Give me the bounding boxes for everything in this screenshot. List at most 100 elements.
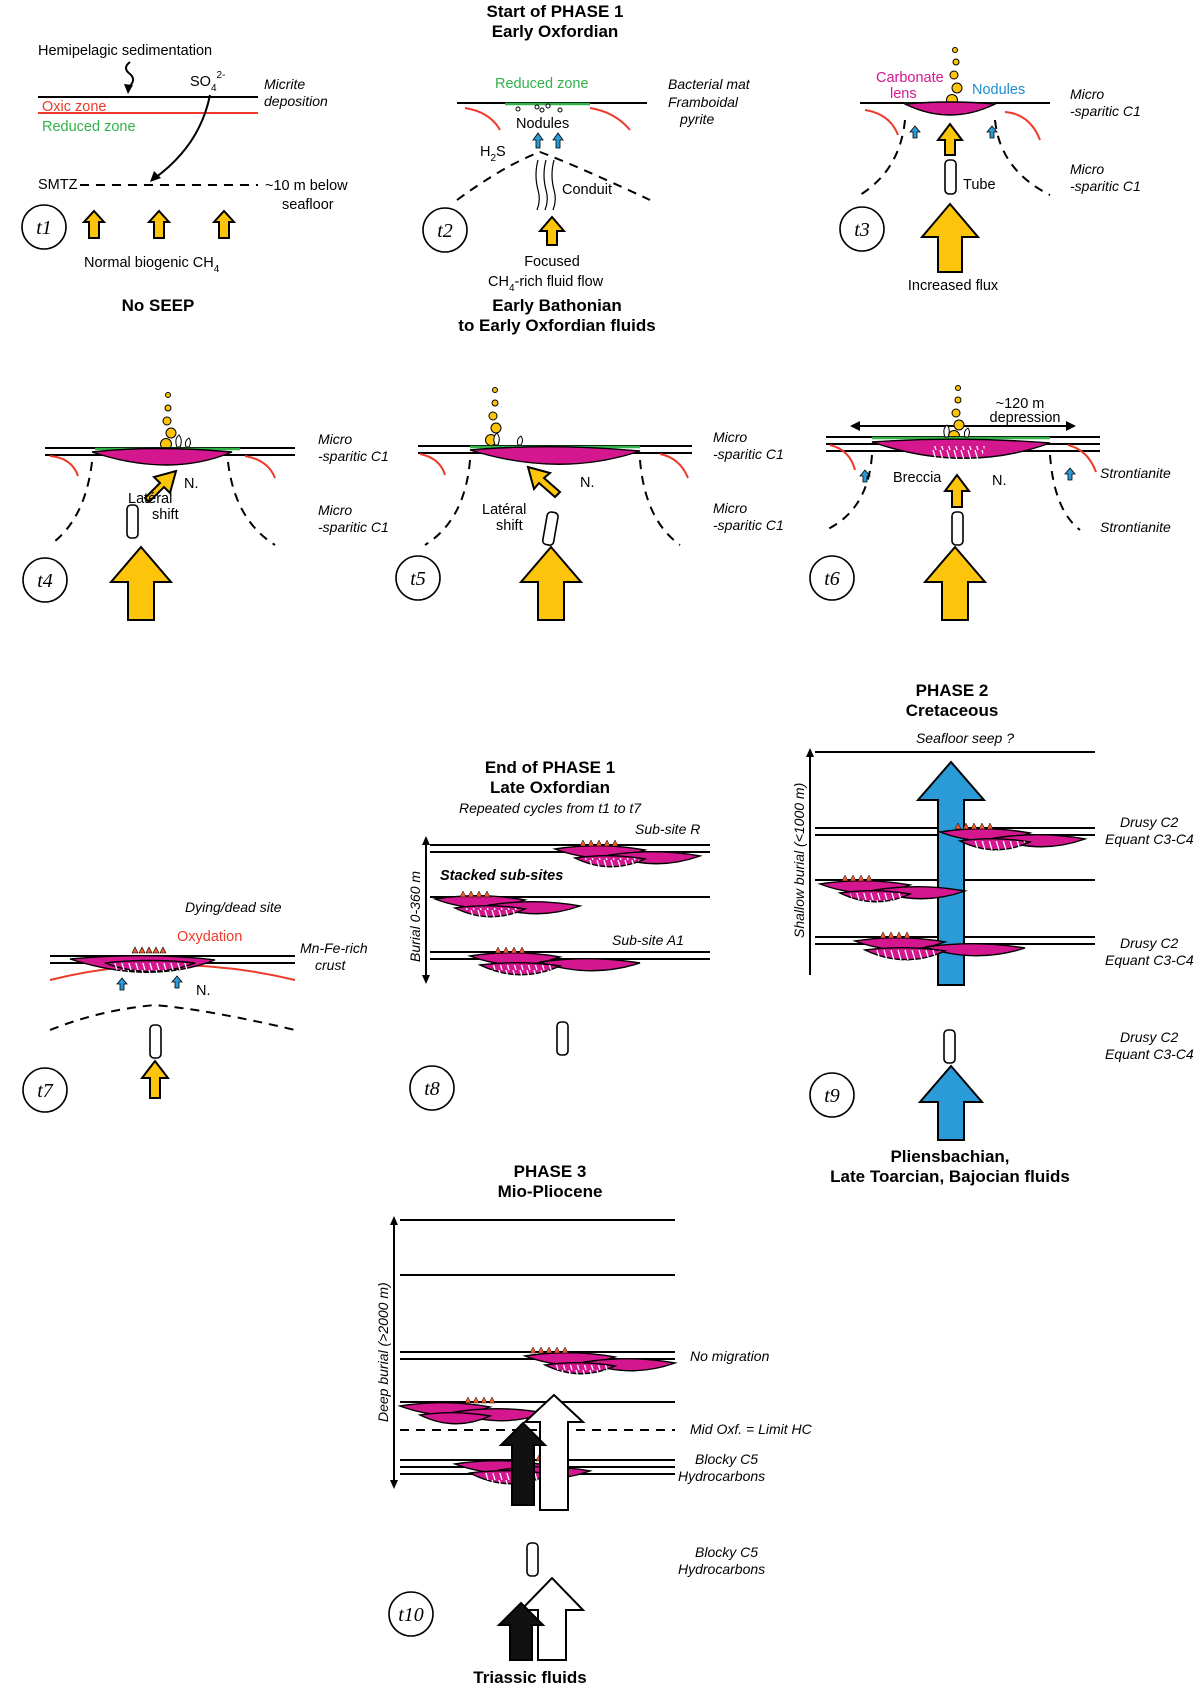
oxic-curve-left-t3 [864, 109, 899, 136]
panel-t2: Reduced zone Nodules H2S Conduit Bacteri… [422, 76, 751, 335]
micrite-label-1: Micrite [264, 76, 305, 92]
flux-arrow-t5 [518, 545, 584, 621]
increased-flux-arrow [919, 202, 981, 273]
svg-text:Micro: Micro [318, 502, 352, 518]
tube-icon [944, 159, 957, 195]
hydrocarbon-arrow-black [498, 1421, 548, 1506]
step-circle-t2 [422, 207, 468, 253]
flux-arrow-t6 [922, 545, 988, 621]
lateral-shift-arrow-t5 [526, 465, 562, 499]
svg-text:Micro: Micro [713, 429, 747, 445]
step-label-t10: t10 [398, 1604, 424, 1626]
lateral-label-t4-1: Latéral [128, 491, 172, 507]
panel-t6: ~120 m depression Breccia N. Strontianit… [809, 385, 1171, 621]
chimneys-t4 [175, 434, 191, 448]
flux-arrow-small-t6 [943, 473, 971, 508]
triassic-arrow-black [496, 1601, 546, 1661]
svg-text:Micro: Micro [318, 431, 352, 447]
biogenic-label: Normal biogenic CH4 [84, 255, 220, 275]
step-circle-t8 [409, 1065, 455, 1111]
tube-icon-t4 [126, 504, 139, 539]
n-label-t4: N. [184, 476, 199, 492]
flux-arrow-t7 [139, 1059, 171, 1099]
burial-label-t10: Deep burial (>2000 m) [375, 1282, 391, 1422]
phase1-fluids-2: to Early Oxfordian fluids [458, 316, 655, 335]
smtz-dome-t2 [456, 150, 651, 201]
svg-text:N.: N. [992, 473, 1007, 489]
step-label-t3: t3 [854, 219, 870, 241]
step-label-t1: t1 [36, 217, 52, 239]
oxic-curve-left-t2 [464, 107, 501, 131]
svg-text:-sparitic C1: -sparitic C1 [713, 446, 784, 462]
step-circle-t7 [22, 1067, 68, 1113]
svg-text:-sparitic C1: -sparitic C1 [318, 519, 389, 535]
step-label-t7: t7 [37, 1080, 54, 1102]
phase1-fluids-1: Early Bathonian [492, 296, 621, 315]
bubbles-t3 [946, 47, 963, 106]
micrite-label-2: deposition [264, 93, 328, 109]
oxic-curve-right-t3 [1004, 111, 1041, 141]
increased-flux-label: Increased flux [908, 278, 999, 294]
conduit-right-t3 [994, 119, 1051, 196]
subsite-a1-label: Sub-site A1 [612, 932, 684, 948]
phase3-title: PHASE 3 [514, 1162, 587, 1181]
svg-text:Equant C3-C4: Equant C3-C4 [1105, 1046, 1194, 1062]
dying-site-label: Dying/dead site [185, 899, 282, 915]
svg-text:Blocky C5: Blocky C5 [695, 1544, 758, 1560]
panel-t3: Carbonate lens Nodules Tube Micro -spari… [839, 47, 1141, 294]
svg-text:Blocky C5: Blocky C5 [695, 1451, 758, 1467]
svg-text:shift: shift [496, 518, 523, 534]
svg-text:-sparitic C1: -sparitic C1 [318, 448, 389, 464]
carbonate-lens-t3 [902, 101, 998, 116]
lenses-t9 [817, 828, 1088, 965]
stacked-lenses-middle [432, 895, 583, 922]
triassic-fluids-label: Triassic fluids [473, 1668, 586, 1687]
step-label-t6: t6 [824, 568, 840, 590]
depression-label-2: depression [990, 410, 1061, 426]
depth-label-2: seafloor [282, 197, 334, 213]
tube-icon-t6 [951, 511, 964, 546]
step-circle-t4 [22, 557, 68, 603]
flow-label: CH4-rich fluid flow [488, 274, 604, 294]
pyrite-label-2: pyrite [679, 111, 714, 127]
stacked-lenses-bottom [467, 952, 641, 980]
reduced-zone-label: Reduced zone [42, 119, 136, 135]
phase2-inflow-arrow [917, 1064, 985, 1141]
phase2-fluids-2: Late Toarcian, Bajocian fluids [830, 1167, 1070, 1186]
crust-label-2: crust [315, 957, 346, 973]
repeated-cycles-label: Repeated cycles from t1 to t7 [459, 800, 642, 816]
nodules-label-t3: Nodules [972, 82, 1025, 98]
panel-t7: Dying/dead site Oxydation N. Mn-Fe-rich … [22, 899, 368, 1113]
oxic-zone-label: Oxic zone [42, 99, 106, 115]
crust-label-1: Mn-Fe-rich [300, 940, 368, 956]
pyrite-label-1: Framboidal [668, 94, 739, 110]
step-circle-t5 [395, 555, 441, 601]
panel-t1: Hemipelagic sedimentation SO42- Oxic zon… [21, 43, 348, 315]
micro-label-t3-b1: Micro [1070, 161, 1104, 177]
panel-t4: N. Latéral shift Micro -sparitic C1 Micr… [22, 392, 389, 621]
step-circle-t3 [839, 206, 885, 252]
strontianite-label-2: Strontianite [1100, 519, 1171, 535]
h2s-arrow-1 [532, 132, 544, 149]
h2s-arrow-2 [552, 132, 564, 149]
subsite-r-label: Sub-site R [635, 821, 700, 837]
svg-text:N.: N. [580, 475, 595, 491]
oxic-curve-right-t2 [589, 107, 631, 131]
stacked-lenses-top [552, 845, 703, 872]
carbonate-lens-t5 [469, 446, 641, 465]
hemipelagic-label: Hemipelagic sedimentation [38, 43, 212, 59]
step-label-t4: t4 [37, 570, 53, 592]
svg-text:Drusy C2: Drusy C2 [1120, 1029, 1179, 1045]
phase2-title: PHASE 2 [916, 681, 989, 700]
lateral-shift-arrow-t4 [143, 469, 178, 504]
svg-text:Latéral: Latéral [482, 502, 526, 518]
step-circle-t10 [388, 1591, 434, 1637]
depth-label-1: ~10 m below [265, 178, 348, 194]
phase3-age: Mio-Pliocene [498, 1182, 603, 1201]
sedimentation-arrow [125, 61, 134, 89]
carbonate-lens-label-2: lens [890, 86, 917, 102]
limit-hc-label: Mid Oxf. = Limit HC [690, 1421, 813, 1437]
oxydation-label: Oxydation [177, 929, 242, 945]
svg-text:Hydrocarbons: Hydrocarbons [678, 1561, 765, 1577]
